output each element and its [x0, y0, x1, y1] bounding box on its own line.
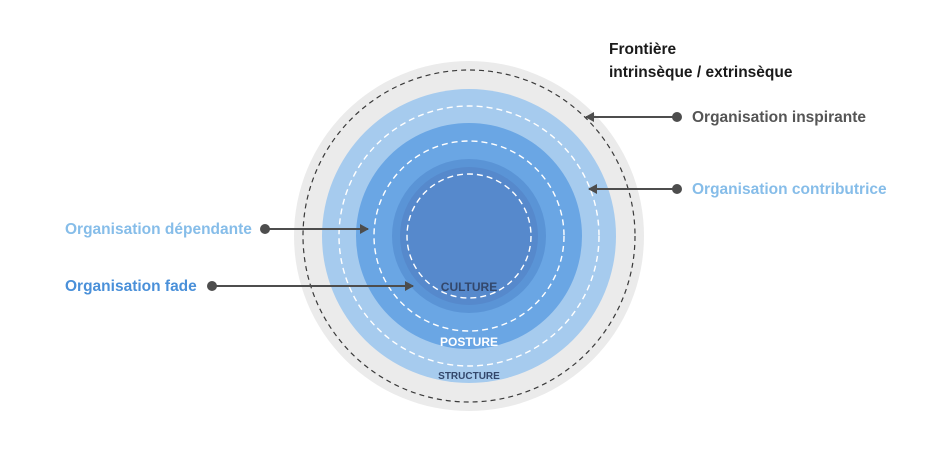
- structure-dashed-circle: [338, 105, 600, 367]
- organisation-inspirante-label: Organisation inspirante: [692, 109, 866, 126]
- dependante-dot: [260, 224, 270, 234]
- contributrice-connector: [588, 184, 682, 194]
- core-circle: [400, 167, 538, 305]
- fade-dot: [207, 281, 217, 291]
- posture-dashed-circle: [373, 140, 565, 332]
- posture-label: POSTURE: [440, 335, 498, 349]
- frontier-title-line1: Frontière: [609, 41, 677, 58]
- frontier-dashed-circle: [302, 69, 636, 403]
- fade-connector: [207, 281, 414, 291]
- inspirante-dot: [672, 112, 682, 122]
- concentric-circles: [294, 61, 644, 411]
- contributrice-dot: [672, 184, 682, 194]
- frontier-title-line2: intrinsèque / extrinsèque: [609, 64, 793, 81]
- core-dashed-circle: [406, 173, 532, 299]
- culture-label: CULTURE: [441, 280, 497, 294]
- inspirante-connector: [585, 112, 682, 122]
- organisation-dependante-label: Organisation dépendante: [65, 221, 252, 238]
- dependante-connector: [260, 224, 369, 234]
- organisation-fade-label: Organisation fade: [65, 278, 197, 295]
- structure-label: STRUCTURE: [438, 371, 500, 382]
- organisation-contributrice-label: Organisation contributrice: [692, 181, 887, 198]
